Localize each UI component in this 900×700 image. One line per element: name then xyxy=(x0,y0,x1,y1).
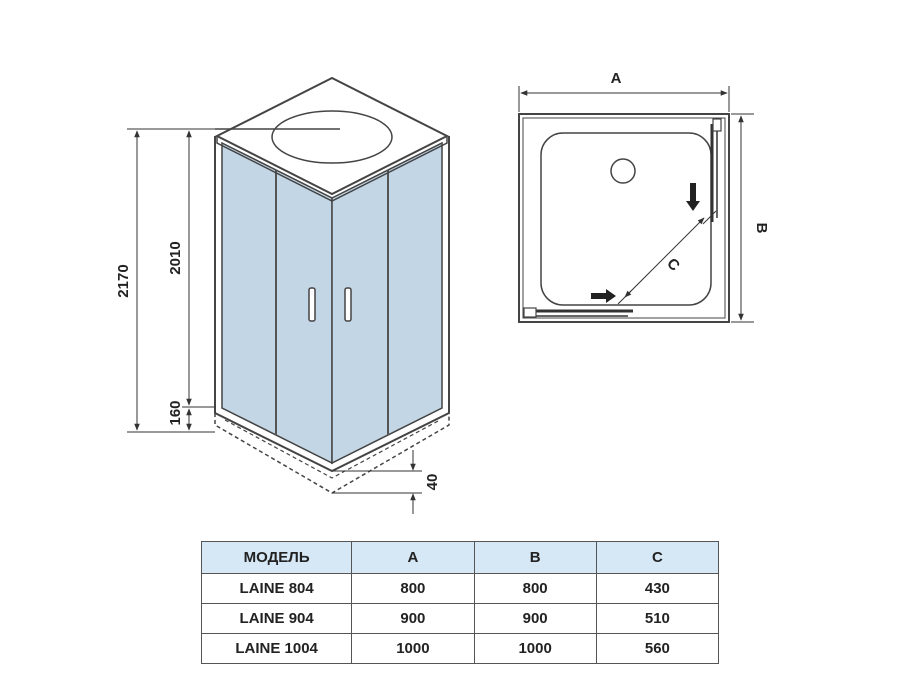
cell-b: 900 xyxy=(473,603,597,634)
cabin-plan: A B C xyxy=(518,70,770,323)
technical-drawing: 2170 2010 160 40 A B C xyxy=(115,70,770,514)
header-b: B xyxy=(473,541,597,574)
header-model: МОДЕЛЬ xyxy=(200,541,353,574)
table-row: LAINE 904 900 900 510 xyxy=(200,603,720,634)
dimensions-table: МОДЕЛЬ A B C LAINE 804 800 800 430 LAINE… xyxy=(200,541,720,664)
header-a: A xyxy=(351,541,475,574)
diagonal-dimension xyxy=(624,217,705,298)
cell-a: 800 xyxy=(351,573,475,604)
cell-c: 510 xyxy=(595,603,720,634)
table-row: LAINE 1004 1000 1000 560 xyxy=(200,633,720,664)
cell-a: 900 xyxy=(351,603,475,634)
cell-b: 1000 xyxy=(473,633,597,664)
table-row: LAINE 804 800 800 430 xyxy=(200,573,720,604)
cell-model: LAINE 904 xyxy=(200,603,353,634)
base-height-label: 160 xyxy=(167,400,184,425)
cell-c: 430 xyxy=(595,573,720,604)
cabin-height-label: 2010 xyxy=(167,241,184,274)
cell-model: LAINE 1004 xyxy=(200,633,353,664)
drain-circle xyxy=(610,158,636,184)
door-handle-right xyxy=(344,287,352,322)
elevation-dimensions: 2170 2010 160 40 xyxy=(115,128,441,514)
total-height-label: 2170 xyxy=(115,264,132,297)
depth-label: B xyxy=(753,223,770,234)
cell-a: 1000 xyxy=(351,633,475,664)
cabin-elevation xyxy=(214,76,450,494)
leg-height-label: 40 xyxy=(424,474,441,491)
width-label: A xyxy=(611,70,622,87)
cell-c: 560 xyxy=(595,633,720,664)
cell-model: LAINE 804 xyxy=(200,573,353,604)
header-c: C xyxy=(595,541,720,574)
door-arrow-down xyxy=(686,183,700,211)
door-arrow-right xyxy=(591,289,616,303)
table-header-row: МОДЕЛЬ A B C xyxy=(200,541,720,574)
roof-hatch xyxy=(271,110,393,164)
cell-b: 800 xyxy=(473,573,597,604)
door-handle-left xyxy=(308,287,316,322)
